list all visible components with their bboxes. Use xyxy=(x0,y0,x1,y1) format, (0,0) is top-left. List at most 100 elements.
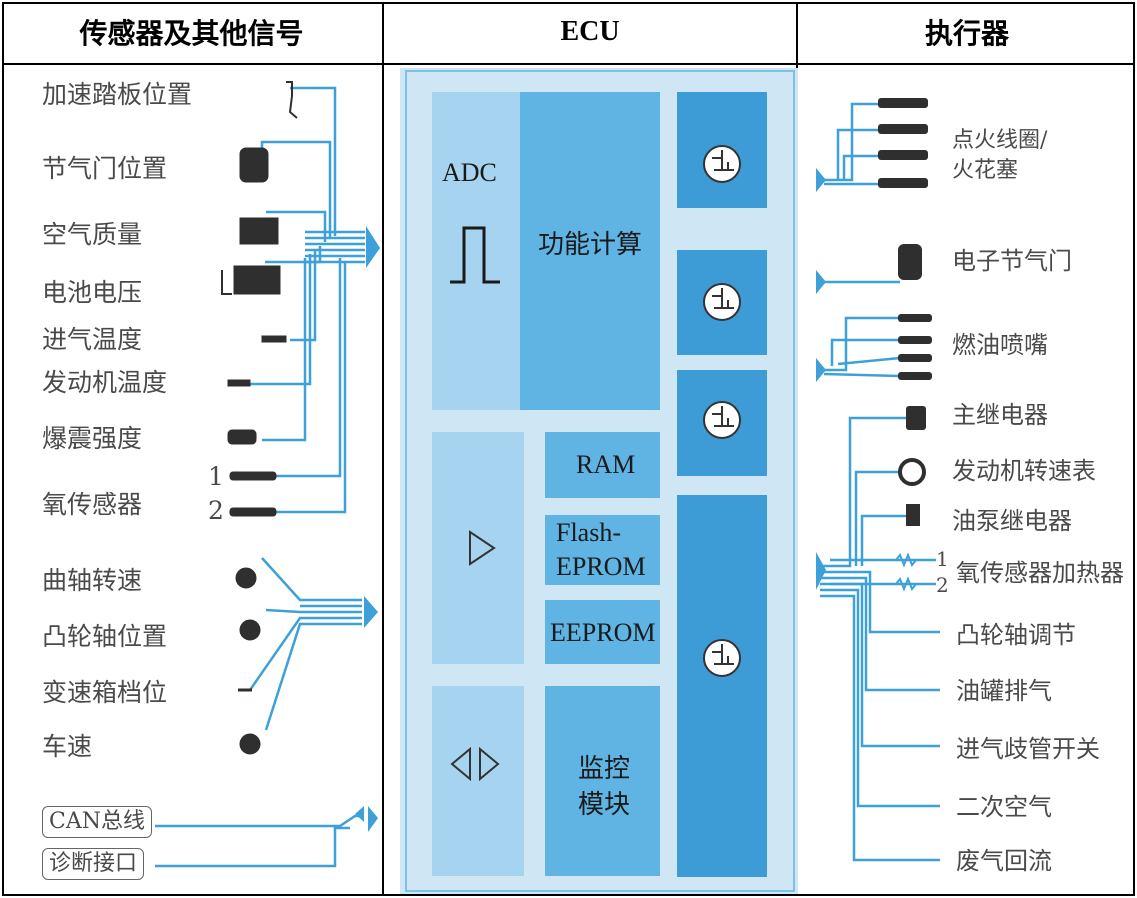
table-border-bottom xyxy=(2,894,1135,896)
lines-relays xyxy=(820,416,908,568)
arrow-sensor-1 xyxy=(366,226,380,268)
knock-icon xyxy=(227,429,257,445)
table-border-top xyxy=(2,2,1135,4)
battery-lead-icon xyxy=(221,270,232,295)
eeprom-block xyxy=(545,600,660,664)
line-can xyxy=(155,814,362,828)
spark-plug-icon-2 xyxy=(878,124,928,134)
cam-gear-icon xyxy=(239,619,261,641)
arrow-bus-right xyxy=(368,806,378,832)
sensor-air-mass: 空气质量 xyxy=(42,220,143,249)
lines-ignition xyxy=(820,102,880,186)
speed-gear-icon xyxy=(239,733,261,755)
actuator-o2-heater: 氧传感器加热器 xyxy=(956,559,1124,587)
injector-icon-2 xyxy=(898,336,932,344)
actuator-ignition-1: 点火线圈/ xyxy=(952,128,1048,153)
sensor-knock: 爆震强度 xyxy=(42,424,143,453)
sensor-gear: 变速箱档位 xyxy=(42,678,168,707)
actuator-tacho: 发动机转速表 xyxy=(952,457,1096,485)
spark-plug-icon-3 xyxy=(878,150,928,160)
lines-lower-actuators xyxy=(820,570,940,862)
can-bus-badge: CAN总线 xyxy=(42,806,152,838)
actuator-o2-heater-2: 2 xyxy=(936,573,949,597)
flash-label-2: EPROM xyxy=(556,552,646,581)
line-oxygen-2 xyxy=(275,262,347,514)
line-engine-temp xyxy=(248,254,312,386)
header-sensors: 传感器及其他信号 xyxy=(79,17,304,50)
comm-right-arrow-icon xyxy=(479,746,500,782)
header-actuators: 执行器 xyxy=(924,17,1009,50)
line-oxygen-1 xyxy=(275,258,342,478)
sensor-speed: 车速 xyxy=(42,732,93,761)
crank-gear-icon xyxy=(235,567,257,589)
lines-injector xyxy=(820,316,901,378)
sensor-cam: 凸轮轴位置 xyxy=(42,622,168,651)
battery-icon xyxy=(233,265,281,295)
arrow-bus-left xyxy=(355,806,364,822)
table-border-left xyxy=(2,2,4,896)
sensor-crank: 曲轴转速 xyxy=(42,566,143,595)
actuator-injector: 燃油喷嘴 xyxy=(952,331,1048,359)
line-pedal xyxy=(290,86,337,236)
line-throttle xyxy=(260,140,332,238)
arrow-sensor-2 xyxy=(364,596,378,628)
actuator-intake-switch: 进气歧管开关 xyxy=(956,735,1100,763)
pulse-signal-icon xyxy=(450,226,500,284)
line-speed xyxy=(264,622,362,731)
oxygen-sensor-1-icon xyxy=(229,471,277,481)
output-driver-icons xyxy=(703,145,741,677)
spark-plug-icon-1 xyxy=(878,98,928,108)
line-knock xyxy=(262,258,307,442)
actuator-o2-heater-1: 1 xyxy=(936,547,949,571)
actuator-etc: 电子节气门 xyxy=(952,247,1072,275)
oxygen-sensor-2-icon xyxy=(229,507,277,517)
transistor-icon-3 xyxy=(703,401,741,439)
bus-sensor-1 xyxy=(305,230,365,264)
comm-block xyxy=(432,686,524,876)
engine-temp-icon xyxy=(227,379,251,387)
intake-temp-icon xyxy=(261,335,287,343)
main-relay-icon xyxy=(906,406,926,430)
header-ecu: ECU xyxy=(560,16,620,47)
function-label: 功能计算 xyxy=(538,230,643,260)
ram-block xyxy=(545,432,660,498)
transistor-icon-2 xyxy=(703,283,741,321)
arrow-lower xyxy=(816,552,826,590)
function-block xyxy=(520,92,660,410)
arrow-etc xyxy=(816,270,826,294)
comm-left-arrow-icon xyxy=(450,746,471,782)
injector-icon-4 xyxy=(898,372,932,380)
pump-relay-icon xyxy=(906,504,920,526)
throttle-icon xyxy=(239,147,269,183)
ram-label: RAM xyxy=(576,450,636,479)
monitor-block xyxy=(545,686,660,876)
eeprom-label: EEPROM xyxy=(550,618,656,647)
sensor-oxygen-2: 2 xyxy=(208,496,224,525)
injector-icon-3 xyxy=(898,354,932,362)
pedal-icon xyxy=(286,81,298,119)
flash-block xyxy=(545,515,660,585)
table-border-right xyxy=(1133,2,1135,896)
adc-block xyxy=(432,92,524,410)
actuator-egr: 废气回流 xyxy=(956,847,1052,875)
sensor-engine-temp: 发动机温度 xyxy=(42,368,168,397)
ecu-panel-border xyxy=(405,70,795,892)
play-arrow-icon xyxy=(469,530,496,566)
line-diag xyxy=(155,826,350,868)
arrow-injector xyxy=(816,358,826,382)
output-block-4 xyxy=(677,495,767,877)
table-col-divider-1 xyxy=(382,2,384,896)
actuator-main-relay: 主继电器 xyxy=(952,401,1048,429)
diag-interface-badge: 诊断接口 xyxy=(42,848,145,880)
line-crank xyxy=(261,557,362,602)
monitor-label-1: 监控 xyxy=(578,754,631,784)
table-header-divider xyxy=(2,63,1135,65)
injector-icon-1 xyxy=(898,314,932,322)
actuator-secondary-air: 二次空气 xyxy=(956,793,1052,821)
cpu-block xyxy=(432,432,524,664)
sensor-oxygen: 氧传感器 xyxy=(42,490,143,519)
sensor-throttle: 节气门位置 xyxy=(42,154,168,183)
flash-label-1: Flash- xyxy=(556,518,621,547)
actuator-ignition-2: 火花塞 xyxy=(952,158,1019,183)
